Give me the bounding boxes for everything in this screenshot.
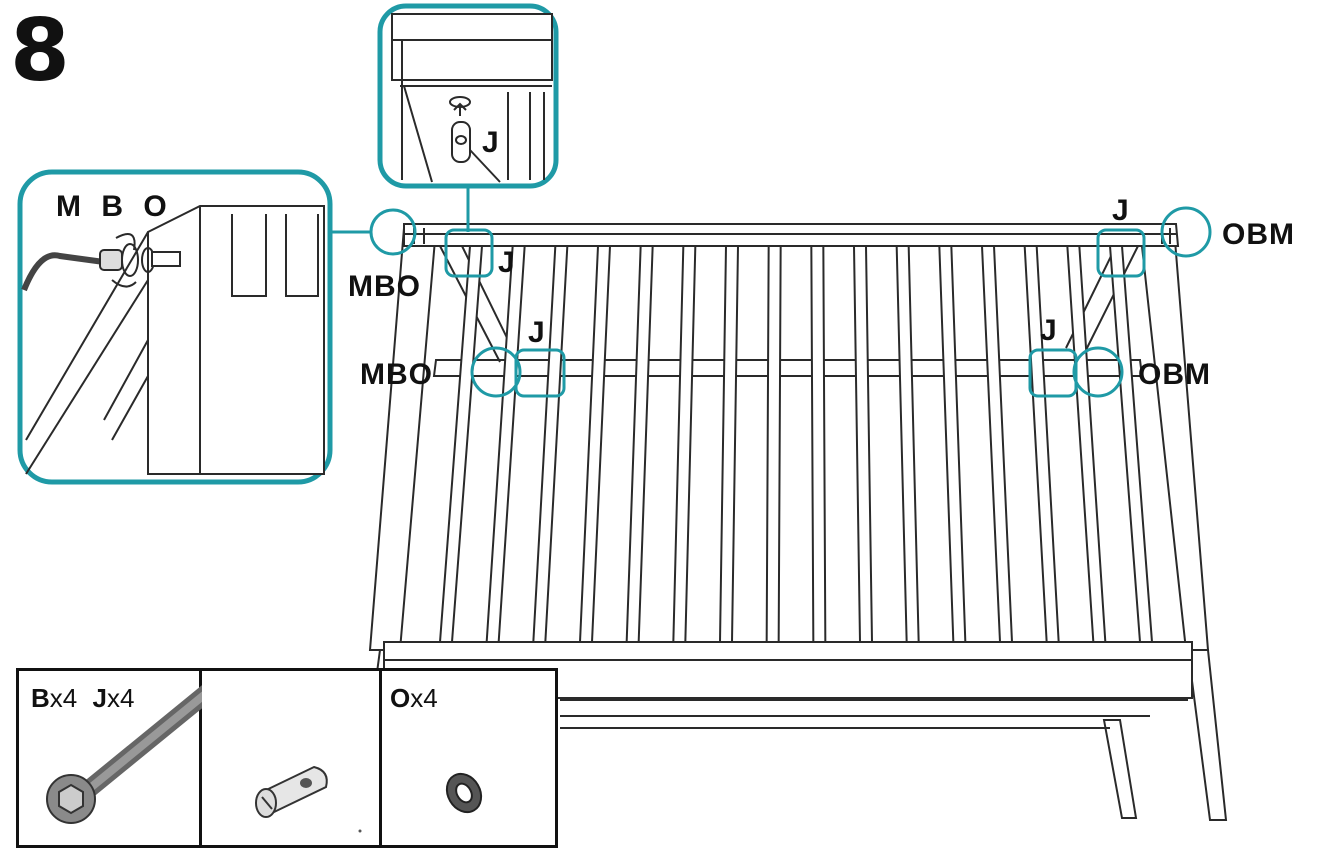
detail-top-label: J — [482, 126, 500, 159]
right-post — [1138, 227, 1210, 651]
crib-slats — [438, 245, 1154, 643]
crib-slat — [938, 245, 967, 643]
part-cell-washer: Ox4 — [382, 671, 555, 845]
part-qty-b: Bx4 Jx4 — [31, 683, 135, 713]
washer-icon — [445, 772, 483, 814]
label-j-upper-left: J — [498, 246, 516, 279]
callout-box-j-upper-left — [444, 228, 494, 278]
hex-bolt-icon — [46, 685, 202, 824]
barrel-nut-icon — [255, 765, 362, 833]
callout-circle-right-top — [1160, 206, 1212, 258]
crib-slat — [532, 245, 569, 643]
label-j-mid-right: J — [1040, 314, 1058, 347]
label-obm-upper: OBM — [1222, 218, 1295, 251]
part-cell-bolt: Bx4 Jx4 — [19, 671, 202, 845]
parts-list: Bx4 Jx4 Ox4 — [16, 668, 558, 848]
crib-slat — [1066, 245, 1107, 643]
step-number: 8 — [10, 1, 70, 101]
crib-slat — [1023, 245, 1060, 643]
crib-slat — [765, 245, 782, 643]
callout-box-j-mid-right — [1028, 348, 1078, 398]
callout-circle-left-top — [369, 208, 417, 256]
bottom-rail — [383, 641, 1193, 661]
detail-callout-top — [377, 3, 559, 189]
crib-slat — [438, 245, 484, 643]
part-cell-barrel-nut — [202, 671, 382, 845]
part-qty-o: Ox4 — [390, 683, 438, 713]
label-obm-lower: OBM — [1138, 358, 1211, 391]
crib-slat — [625, 245, 654, 643]
crib-slat — [718, 245, 740, 643]
crib-slat — [895, 245, 920, 643]
label-j-mid-left: J — [528, 316, 546, 349]
detail-callout-left — [17, 169, 333, 485]
crib-slat — [852, 245, 874, 643]
crib-slat — [672, 245, 697, 643]
crib-slat — [1108, 245, 1154, 643]
crib-slat — [810, 245, 827, 643]
crib-slat — [485, 245, 526, 643]
crib-slat — [980, 245, 1014, 643]
callout-box-j-mid-left — [514, 348, 566, 398]
label-mbo-upper: MBO — [348, 270, 421, 303]
label-mbo-lower: MBO — [360, 358, 433, 391]
crib-slat — [578, 245, 612, 643]
label-j-upper-right: J — [1112, 194, 1130, 227]
detail-left-label: M B O — [56, 190, 173, 223]
callout-box-j-upper-right — [1096, 228, 1146, 278]
callout-markers — [369, 206, 1212, 398]
callout-circle-left-mid — [470, 346, 522, 398]
callout-circle-right-mid — [1072, 346, 1124, 398]
